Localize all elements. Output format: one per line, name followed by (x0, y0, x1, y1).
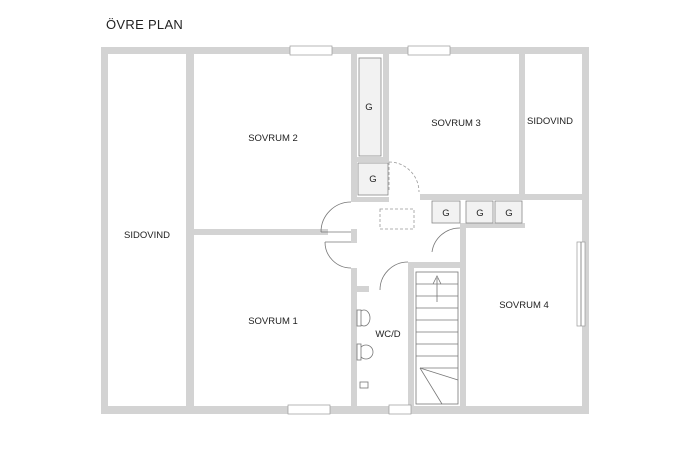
room-label-sovrum3: SOVRUM 3 (431, 118, 481, 129)
room-label-sidovind-right: SIDOVIND (527, 116, 573, 127)
closet-label-g2: G (369, 174, 376, 185)
closet-label-g3: G (442, 208, 449, 219)
room-label-sovrum4: SOVRUM 4 (499, 300, 549, 311)
wc-fixtures (356, 309, 374, 389)
room-label-wcd: WC/D (375, 329, 400, 340)
room-label-sidovind-left: SIDOVIND (124, 230, 170, 241)
closets (357, 57, 523, 224)
doors (320, 161, 461, 291)
windows (287, 45, 586, 415)
staircase (415, 271, 459, 405)
interior-walls (186, 54, 582, 406)
closet-label-g4: G (476, 208, 483, 219)
attic-hatch (379, 208, 415, 230)
closet-label-g5: G (505, 208, 512, 219)
closet-label-g1: G (365, 102, 372, 113)
room-label-sovrum2: SOVRUM 2 (248, 133, 298, 144)
outer-walls (101, 47, 589, 414)
room-label-sovrum1: SOVRUM 1 (248, 316, 298, 327)
plan-title: ÖVRE PLAN (106, 17, 184, 32)
